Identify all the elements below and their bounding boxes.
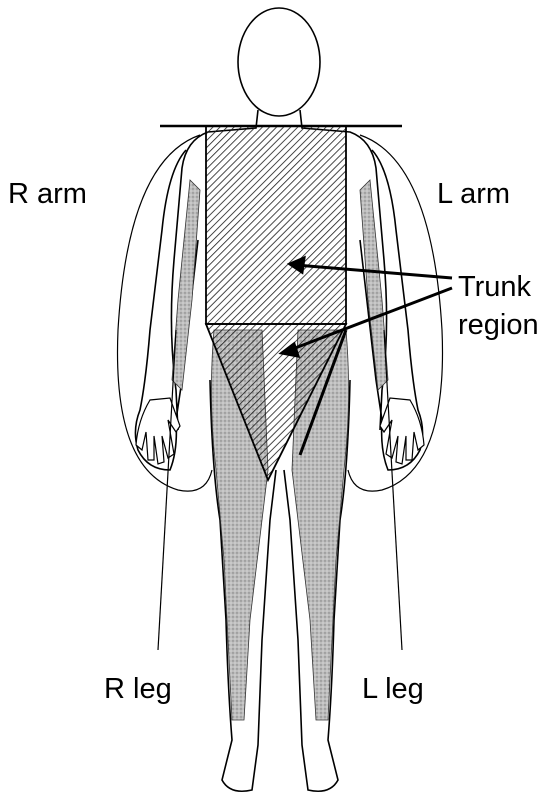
r-arm-label: R arm [8, 180, 87, 209]
right-leg-line [158, 330, 176, 650]
head [238, 8, 320, 116]
trunk-label-line2: region [458, 306, 539, 344]
r-leg-label: R leg [104, 675, 172, 704]
left-leg-line [384, 330, 402, 650]
right-hand [136, 398, 180, 464]
trunk-upper [206, 126, 346, 324]
trunk-region-label: Trunk region [458, 268, 539, 344]
trunk-label-line1: Trunk [458, 268, 539, 306]
l-arm-label: L arm [437, 180, 510, 209]
l-leg-label: L leg [362, 675, 424, 704]
